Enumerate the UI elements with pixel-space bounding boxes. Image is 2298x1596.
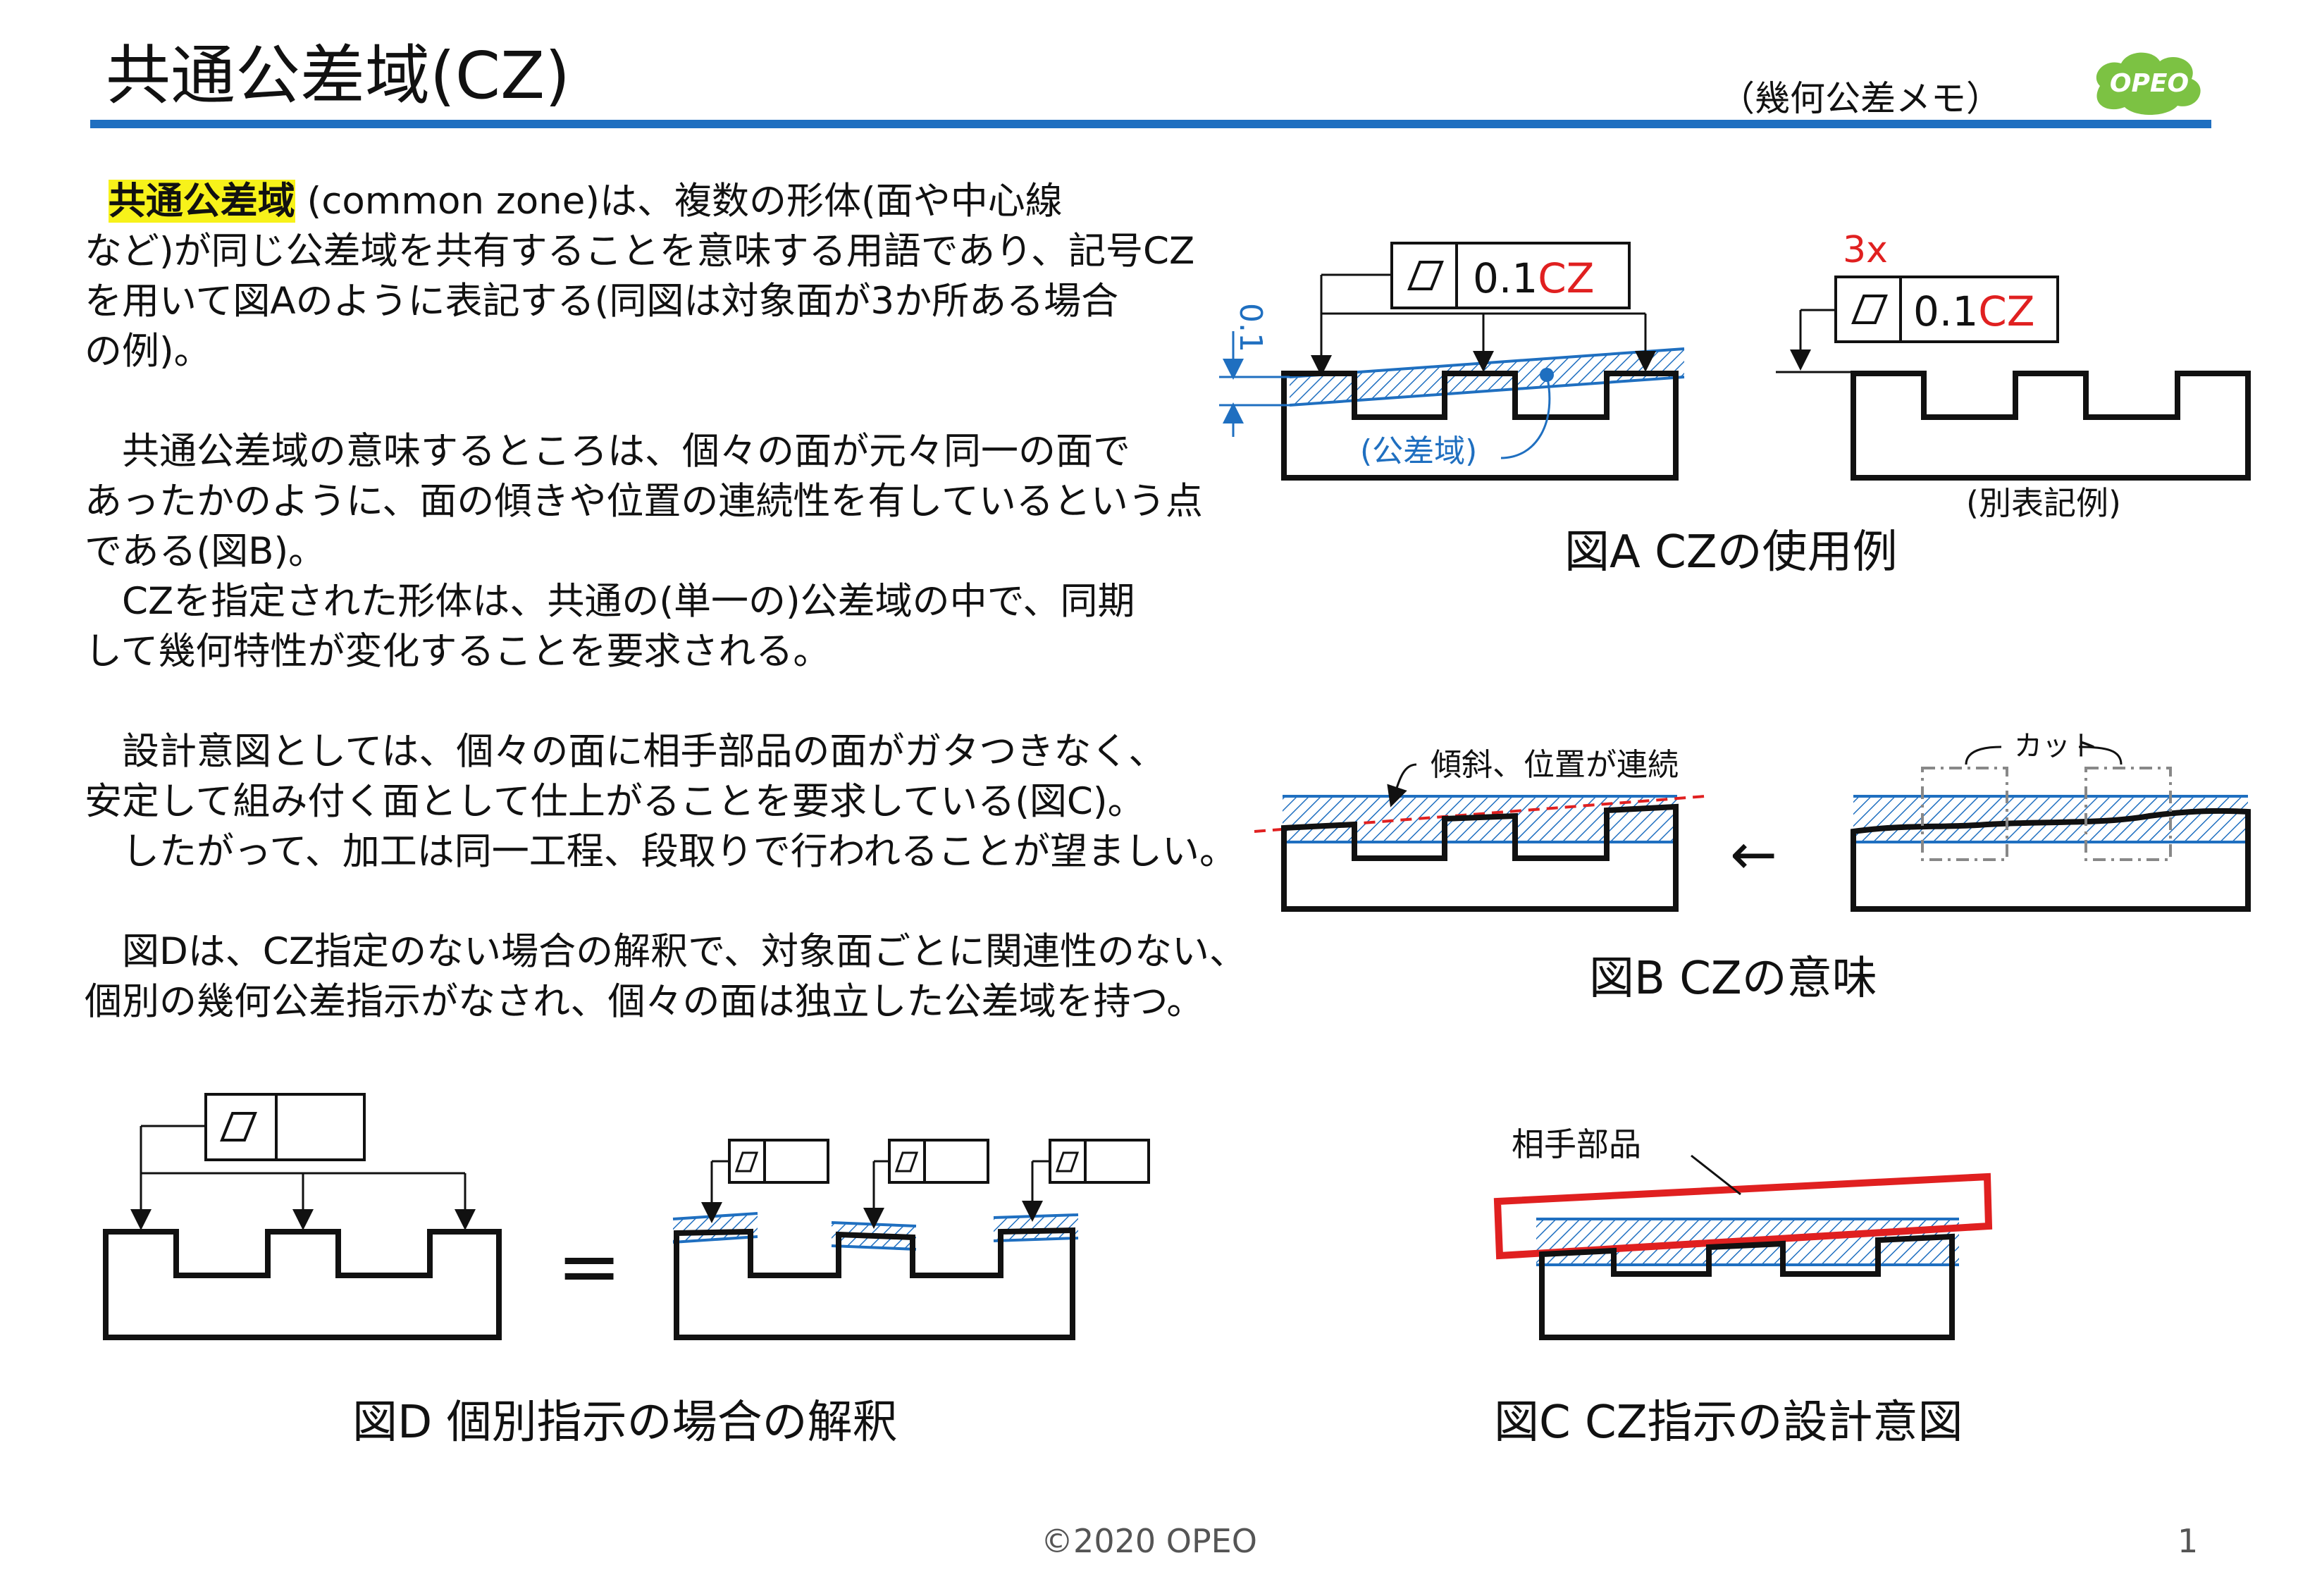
figure-b: 傾斜、位置が連続 ← カット 図B CZの意味 [1254,730,2251,1005]
opeo-logo: OPEO [2096,52,2201,116]
logo-text: OPEO [2110,69,2189,98]
part-outline-alt [1851,371,2251,481]
fcf-value-cell [1455,242,1631,309]
copyright: ©2020 OPEO [1041,1522,1257,1560]
fcf-symbol-cell [1390,242,1458,309]
figure-c: 相手部品 図C CZ指示の設計意図 [1493,1125,1993,1449]
label-cut: カット [2014,730,2099,762]
figure-a-caption: 図A CZの使用例 [1564,526,1898,579]
part-outline-b [1281,803,1679,912]
small-fcf-2 [863,1139,989,1229]
page-title: 共通公差域(CZ) [106,38,571,113]
tol-value: 0.1 [1473,254,1538,302]
highlight-term: 共通公差域 [108,180,295,223]
alt-label: (別表記例) [1966,484,2121,522]
figure-c-caption: 図C CZ指示の設計意図 [1494,1397,1963,1449]
part-outline-c [1539,1233,1955,1340]
title-divider [90,120,2211,128]
svg-text:0.1CZ: 0.1CZ [1473,254,1594,302]
figure-d: = [103,1093,1150,1449]
zone-label: (公差域) [1360,433,1477,469]
part-outline-d-right [674,1227,1075,1340]
tol-modifier: CZ [1538,254,1594,302]
label-continuous: 傾斜、位置が連続 [1431,747,1679,783]
tolerance-zone [1290,349,1684,405]
small-fcf-3 [1022,1139,1150,1222]
part-outline [1281,371,1679,481]
paragraph-2: 共通公差域の意味するところは、個々の面が元々同一の面で あったかのように、面の傾… [85,430,1203,673]
raw-surface [1851,808,2251,912]
parallelogram-icon [1407,261,1444,290]
paragraph-1: ​ 共通公差域 (common zone)は、複数の形体(面や中心線 など)が同… [85,180,1195,373]
label-mating: 相手部品 [1512,1125,1641,1163]
arrow-left: ← [1730,822,1777,887]
paragraph-4: 図Dは、CZ指定のない場合の解釈で、対象面ごとに関連性のない、 個別の幾何公差指… [85,930,1247,1023]
parallelogram-icon-alt [1851,295,1888,324]
figure-a: 0.1CZ 0.1 (公差域) 3x 0.1CZ (別表記例) 図A CZの使用… [1219,229,2251,579]
svg-text:0.1CZ: 0.1CZ [1913,287,2034,335]
parallelogram-icon-d [220,1112,257,1142]
page-number: 1 [2177,1522,2199,1560]
figure-b-caption: 図B CZの意味 [1589,953,1877,1005]
small-fcf-1 [701,1139,829,1223]
dim-value: 0.1 [1233,303,1268,352]
count-label: 3x [1843,229,1888,271]
paragraph-3: 設計意図としては、個々の面に相手部品の面がガタつきなく、 安定して組み付く面とし… [85,730,1237,873]
figure-d-caption: 図D 個別指示の場合の解釈 [352,1397,898,1449]
equals-sign: = [557,1221,622,1311]
mating-part [1493,1173,1993,1260]
body-text: ​ 共通公差域 (common zone)は、複数の形体(面や中心線 など)が同… [85,176,1247,1077]
page-subtitle: （幾何公差メモ） [1719,78,2001,119]
part-outline-d-left [103,1229,502,1340]
